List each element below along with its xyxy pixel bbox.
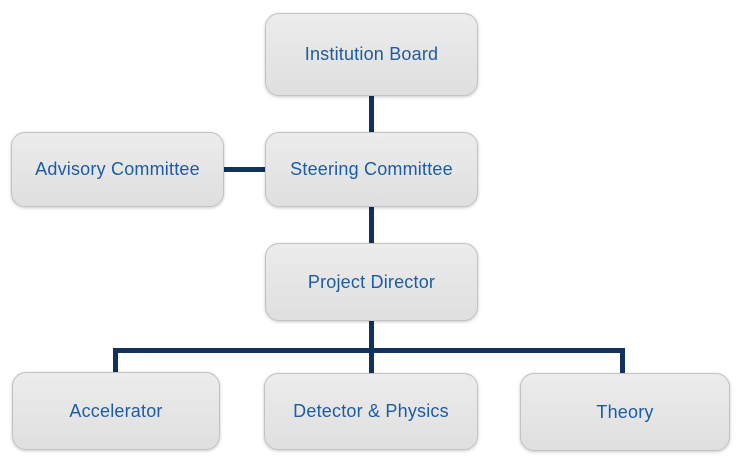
node-steering-committee: Steering Committee — [265, 132, 478, 207]
node-theory-label: Theory — [596, 401, 654, 422]
node-detector-physics-label: Detector & Physics — [293, 401, 449, 421]
node-steering-committee-label: Steering Committee — [290, 159, 453, 179]
connector-drop-theory — [620, 350, 625, 374]
connector-steering-to-director — [369, 206, 374, 244]
connector-director-stem — [369, 320, 374, 373]
node-institution-board-label: Institution Board — [304, 44, 439, 64]
node-institution-board: Institution Board — [265, 13, 478, 96]
node-project-director-label: Project Director — [307, 271, 436, 292]
node-theory: Theory — [520, 373, 730, 451]
connector-advisory-to-steering — [223, 167, 266, 172]
node-project-director: Project Director — [265, 243, 478, 321]
connector-board-to-steering — [369, 95, 374, 133]
node-advisory-committee: Advisory Committee — [11, 132, 224, 207]
connector-horizontal-bus — [113, 348, 625, 353]
node-accelerator-label: Accelerator — [69, 400, 163, 421]
connector-drop-accelerator — [113, 350, 118, 373]
node-advisory-committee-label: Advisory Committee — [35, 159, 200, 179]
node-accelerator: Accelerator — [12, 372, 220, 450]
node-detector-physics: Detector & Physics — [264, 373, 478, 450]
